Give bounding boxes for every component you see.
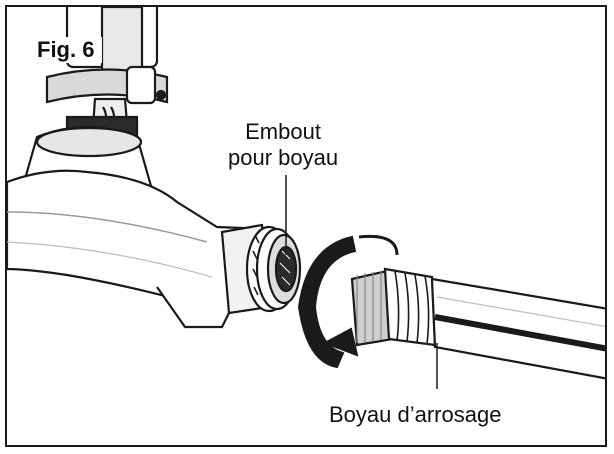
hose-coupling bbox=[350, 267, 437, 347]
rotation-arrow bbox=[297, 234, 399, 369]
figure-number: Fig. 6 bbox=[33, 37, 103, 63]
illustration bbox=[7, 7, 605, 389]
callout-hose-end-line2: pour boyau bbox=[228, 145, 339, 170]
callout-garden-hose: Boyau d’arrosage bbox=[329, 402, 502, 427]
callout-hose-end: Embout pour boyau bbox=[228, 119, 338, 171]
figure-frame: Fig. 6 Embout pour boyau Boyau d’arrosag… bbox=[5, 5, 607, 447]
sprinkler-base bbox=[7, 125, 269, 329]
garden-hose bbox=[430, 277, 605, 380]
callout-hose-end-line1: Embout bbox=[245, 119, 321, 144]
hose-inlet-fitting bbox=[220, 223, 302, 315]
